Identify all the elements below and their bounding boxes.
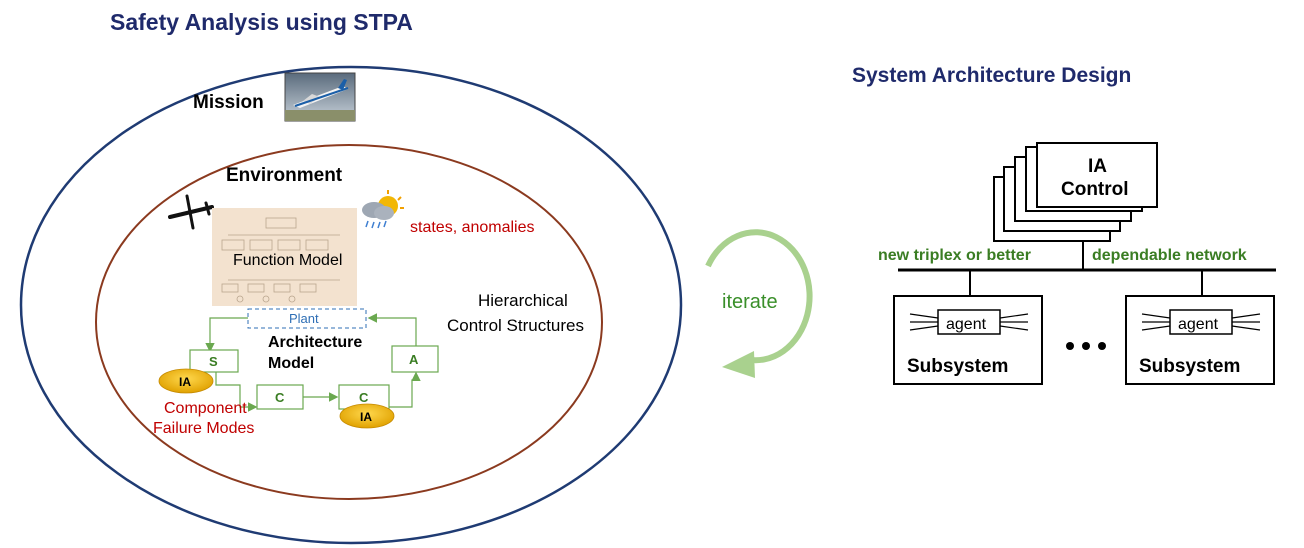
ia-badge-1 [158, 368, 214, 394]
environment-label: Environment [226, 165, 343, 186]
subsystem-2 [1125, 295, 1275, 385]
sensor-box-label: S [209, 354, 218, 369]
controller-box-1 [256, 384, 304, 410]
subsystem-1 [893, 295, 1043, 385]
weather-icon [362, 190, 404, 229]
ia-badge-1-label: IA [179, 375, 191, 389]
network-label-right: dependable network [1092, 247, 1247, 264]
airplane-photo [284, 72, 356, 122]
states-anomalies-label: states, anomalies [410, 219, 535, 236]
iterate-cycle-arrow [705, 229, 813, 378]
plant-label: Plant [289, 311, 319, 326]
architecture-label-line2: Model [268, 355, 314, 372]
ia-control-label-line1: IA [1088, 156, 1107, 177]
environment-inner-ellipse [95, 144, 603, 500]
ia-badge-2-label: IA [360, 410, 372, 424]
network-label-left: new triplex or better [878, 247, 1031, 264]
component-failure-label-line1: Component [164, 400, 247, 417]
mission-outer-ellipse [19, 65, 683, 545]
architecture-label-line1: Architecture [268, 334, 362, 351]
actuator-box [391, 345, 439, 373]
function-model-box [212, 208, 357, 306]
ia-control-stack [993, 142, 1158, 242]
ia-control-label-line2: Control [1061, 179, 1129, 200]
hierarchical-label-line1: Hierarchical [478, 291, 568, 310]
mission-label: Mission [193, 92, 264, 113]
agent-label-2: agent [1178, 316, 1219, 333]
component-failure-label-line2: Failure Modes [153, 420, 254, 437]
drone-icon [168, 194, 214, 230]
iterate-label: iterate [722, 291, 778, 313]
ia-badge-2 [339, 403, 395, 429]
agent-label-1: agent [946, 316, 987, 333]
control-loop-connectors [205, 313, 421, 412]
actuator-box-label: A [409, 352, 419, 367]
stpa-title: Safety Analysis using STPA [110, 9, 413, 35]
sensor-box [189, 349, 239, 373]
controller-box-1-label: C [275, 390, 285, 405]
subsystem-label-1: Subsystem [907, 356, 1008, 377]
hierarchical-label-line2: Control Structures [447, 316, 584, 335]
plant-box [247, 308, 367, 329]
architecture-title: System Architecture Design [852, 64, 1131, 87]
function-model-label: Function Model [233, 252, 342, 269]
ellipsis-dots [1066, 342, 1106, 350]
subsystem-label-2: Subsystem [1139, 356, 1240, 377]
controller-box-2-label: C [359, 390, 369, 405]
